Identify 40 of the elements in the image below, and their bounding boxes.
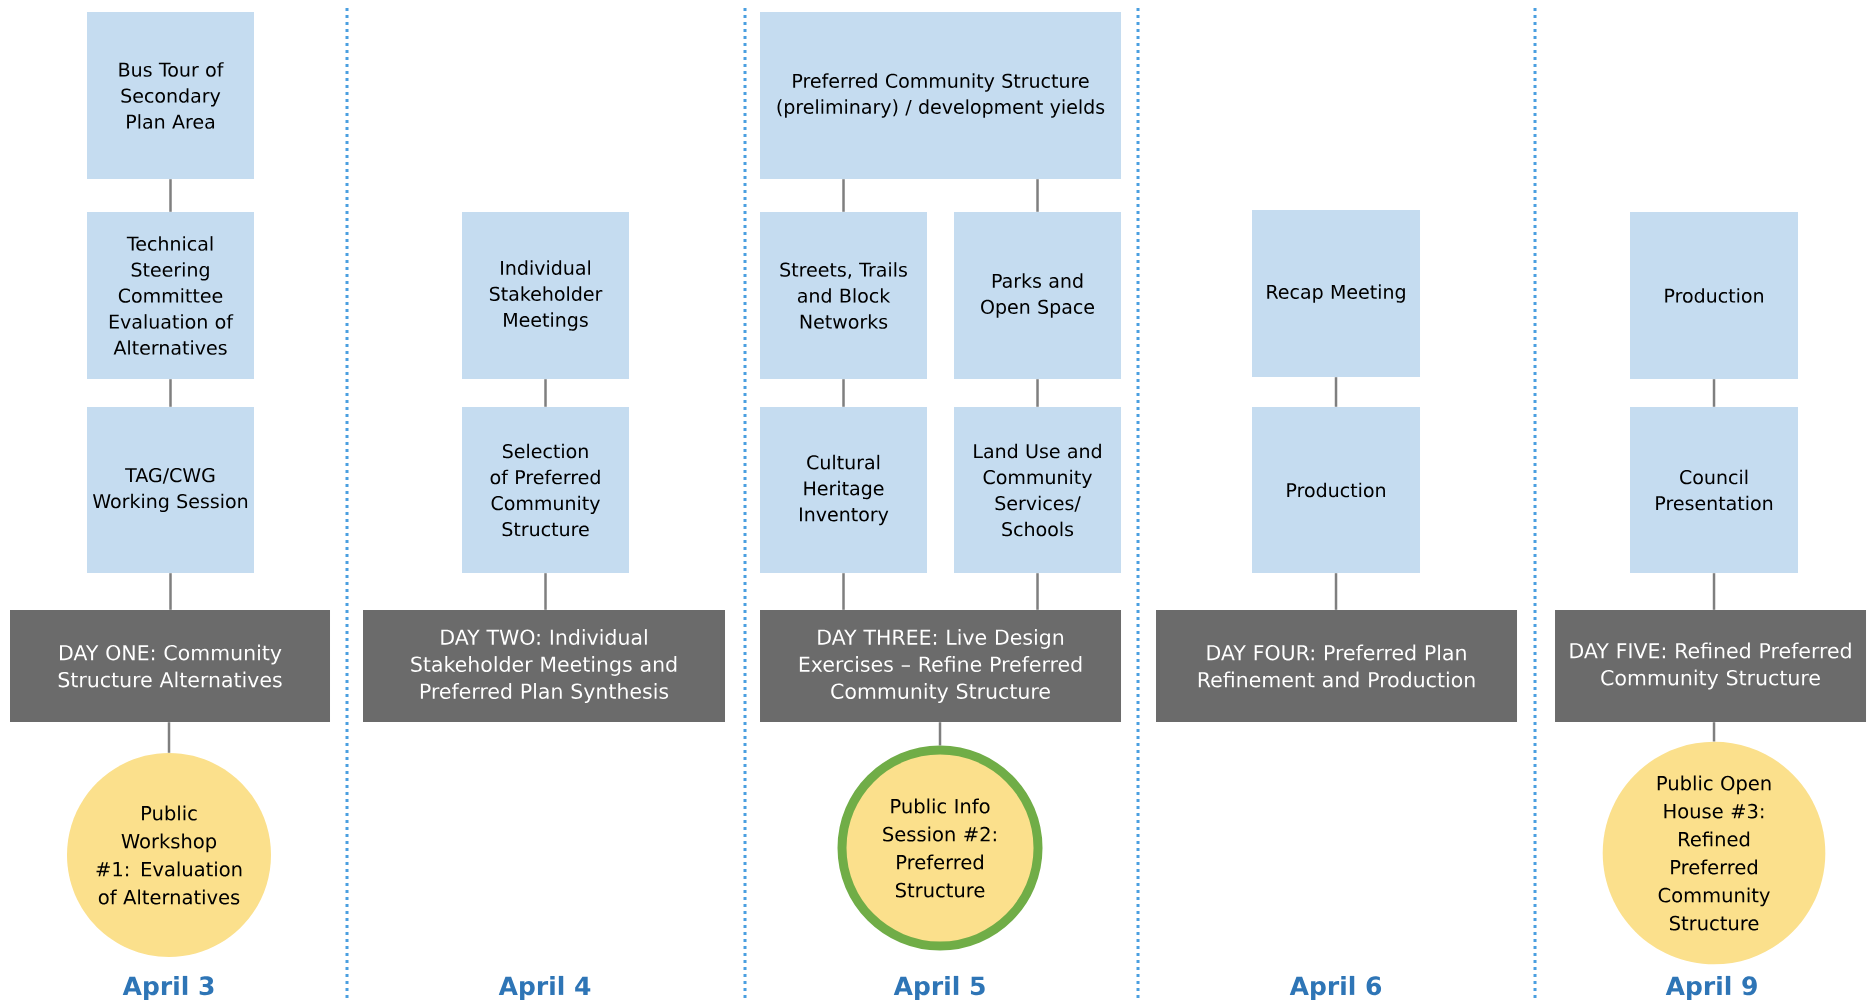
process-box: Land Use and Community Services/ Schools <box>954 407 1121 573</box>
day-banner: DAY ONE: Community Structure Alternatives <box>10 610 330 722</box>
process-box: Production <box>1252 407 1420 573</box>
process-box: Bus Tour of Secondary Plan Area <box>87 12 254 179</box>
date-label: April 4 <box>498 975 591 1001</box>
connector-line <box>169 179 172 212</box>
process-box: Selection of Preferred Community Structure <box>462 407 629 573</box>
connector-line <box>1036 379 1039 407</box>
process-box: Individual Stakeholder Meetings <box>462 212 629 379</box>
connector-line <box>167 722 171 753</box>
process-box: Council Presentation <box>1630 407 1798 573</box>
connector-line <box>938 722 942 746</box>
connector-line <box>842 573 845 610</box>
day-banner: DAY THREE: Live Design Exercises – Refine Preferred Community Structure <box>760 610 1121 722</box>
connector-line <box>544 573 547 610</box>
connector-line <box>1712 573 1716 610</box>
date-label: April 5 <box>893 975 985 1001</box>
process-box: Parks and Open Space <box>954 212 1121 379</box>
connector-line <box>169 379 172 407</box>
day-banner: DAY FOUR: Preferred Plan Refinement and Production <box>1156 610 1517 722</box>
connector-line <box>544 379 547 407</box>
connector-line <box>842 379 845 407</box>
process-box: Technical Steering Committee Evaluation of Alternatives <box>87 212 254 379</box>
connector-line <box>1712 722 1716 742</box>
connector-line <box>1036 573 1039 610</box>
connector-line <box>1036 179 1039 212</box>
process-box: Recap Meeting <box>1252 210 1420 377</box>
process-box: TAG/CWG Working Session <box>87 407 254 573</box>
process-box: Streets, Trails and Block Networks <box>760 212 927 379</box>
connector-line <box>1712 379 1716 407</box>
day-banner: DAY TWO: Individual Stakeholder Meetings and Preferred Plan Synthesis <box>363 610 725 722</box>
date-label: April 6 <box>1289 975 1382 1001</box>
connector-line <box>1334 377 1338 407</box>
process-box: Cultural Heritage Inventory <box>760 407 927 573</box>
process-box: Production <box>1630 212 1798 379</box>
connector-line <box>1334 573 1338 610</box>
day-banner: DAY FIVE: Refined Preferred Community Structure <box>1555 610 1866 722</box>
connector-line <box>169 573 172 610</box>
connector-line <box>842 179 845 212</box>
process-box: Preferred Community Structure (preliminary) / development yields <box>760 12 1121 179</box>
